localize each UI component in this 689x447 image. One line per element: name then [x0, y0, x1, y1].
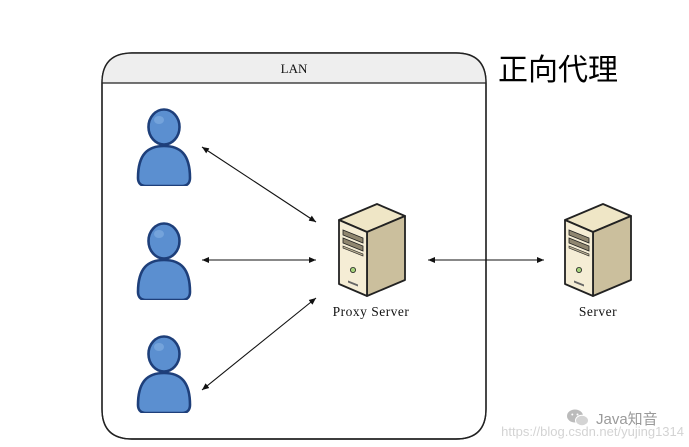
watermark: Java知音 https://blog.csdn.net/yujing1314 [501, 409, 684, 439]
proxy-server-icon [338, 203, 406, 297]
arrow-user-top-proxy [201, 146, 317, 223]
lan-label: LAN [281, 61, 308, 76]
server-icon [564, 203, 632, 297]
page-title: 正向代理 [498, 53, 618, 88]
lan-frame: LAN [101, 52, 487, 440]
server-label: Server [579, 304, 617, 319]
connector-arrows [201, 146, 544, 391]
watermark-url: https://blog.csdn.net/yujing1314 [501, 424, 684, 439]
watermark-brand: Java知音 [596, 411, 658, 428]
proxy-server-label: Proxy Server [333, 304, 410, 319]
arrow-user-bottom-proxy [201, 297, 317, 391]
